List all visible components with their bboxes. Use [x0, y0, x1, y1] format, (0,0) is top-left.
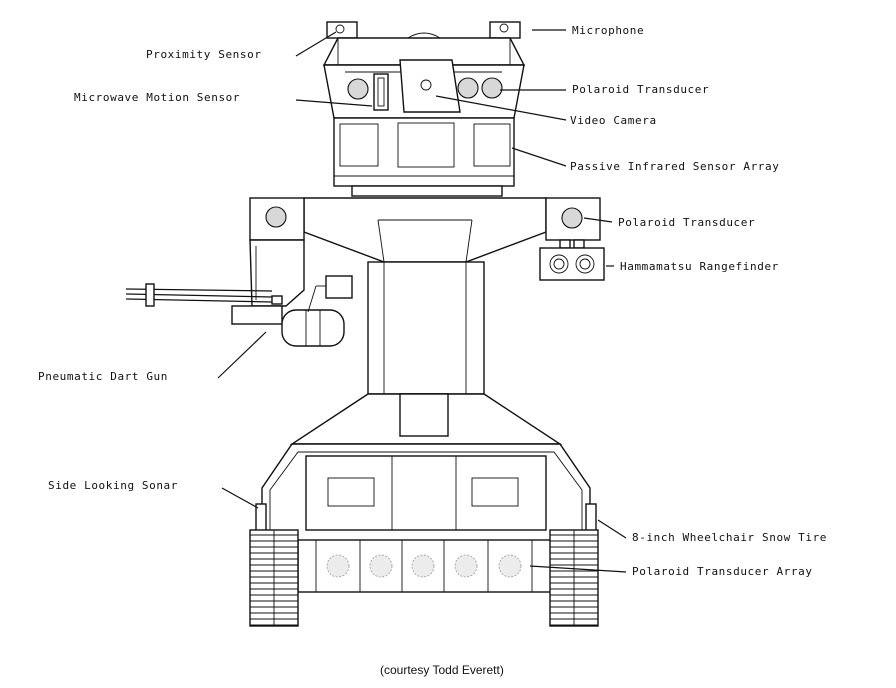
right-arm: [539, 197, 605, 281]
dart-gun-sight: [325, 275, 353, 299]
video-camera-body: [399, 59, 461, 113]
video-camera-lens: [420, 79, 432, 91]
head-left-transducer: [347, 78, 369, 100]
torso-column: [367, 261, 485, 395]
robot-torso: [289, 197, 563, 445]
leader-video-camera: [435, 95, 567, 121]
base-body: [305, 455, 547, 531]
leader-proximity-sensor: [295, 31, 337, 57]
left-shoulder-transducer: [265, 206, 287, 228]
label-microwave-motion-sensor: Microwave Motion Sensor: [74, 91, 240, 104]
label-dart-gun: Pneumatic Dart Gun: [38, 370, 168, 383]
leader-wheel: [597, 519, 627, 539]
leader-side-sonar: [221, 487, 259, 509]
right-wheel-tire: [549, 529, 599, 627]
label-video-camera: Video Camera: [570, 114, 657, 127]
dart-gun-canister: [281, 309, 345, 347]
dart-gun-barrel: [231, 305, 283, 325]
label-transducer-array: Polaroid Transducer Array: [632, 565, 813, 578]
array-transducer-2: [369, 554, 393, 578]
rangefinder-body: [539, 247, 605, 281]
head-right-transducer-2: [481, 77, 503, 99]
left-wheel-tire: [249, 529, 299, 627]
right-shoulder-transducer: [561, 207, 583, 229]
left-arm: [125, 197, 353, 347]
head-right-transducer-1: [457, 77, 479, 99]
leader-polaroid-shoulder: [583, 217, 613, 223]
label-polaroid-transducer-shoulder: Polaroid Transducer: [618, 216, 755, 229]
robot-head: [322, 21, 526, 197]
left-microphone: [326, 21, 358, 39]
microwave-motion-sensor-body: [373, 73, 389, 111]
array-transducer-5: [498, 554, 522, 578]
label-side-sonar: Side Looking Sonar: [48, 479, 178, 492]
label-passive-infrared: Passive Infrared Sensor Array: [570, 160, 779, 173]
leader-dart-gun: [217, 331, 267, 379]
caption-credit: (courtesy Todd Everett): [380, 663, 504, 677]
array-transducer-3: [411, 554, 435, 578]
leader-pir: [511, 147, 567, 167]
neck-plate: [351, 185, 503, 197]
label-proximity-sensor: Proximity Sensor: [146, 48, 262, 61]
pir-sensor-array: [333, 117, 515, 187]
leader-microwave-sensor: [295, 99, 373, 107]
array-transducer-1: [326, 554, 350, 578]
label-polaroid-transducer-head: Polaroid Transducer: [572, 83, 709, 96]
shoulder-yoke: [303, 197, 547, 263]
label-rangefinder: Hammamatsu Rangefinder: [620, 260, 779, 273]
labels: Microphone Proximity Sensor Polaroid Tra…: [38, 24, 827, 677]
leader-lines: [217, 29, 627, 573]
leader-transducer-array: [529, 565, 627, 573]
robot-base: [255, 443, 597, 593]
left-arm-lower: [249, 239, 305, 307]
label-microphone: Microphone: [572, 24, 644, 37]
array-transducer-4: [454, 554, 478, 578]
label-wheel: 8-inch Wheelchair Snow Tire: [632, 531, 827, 544]
